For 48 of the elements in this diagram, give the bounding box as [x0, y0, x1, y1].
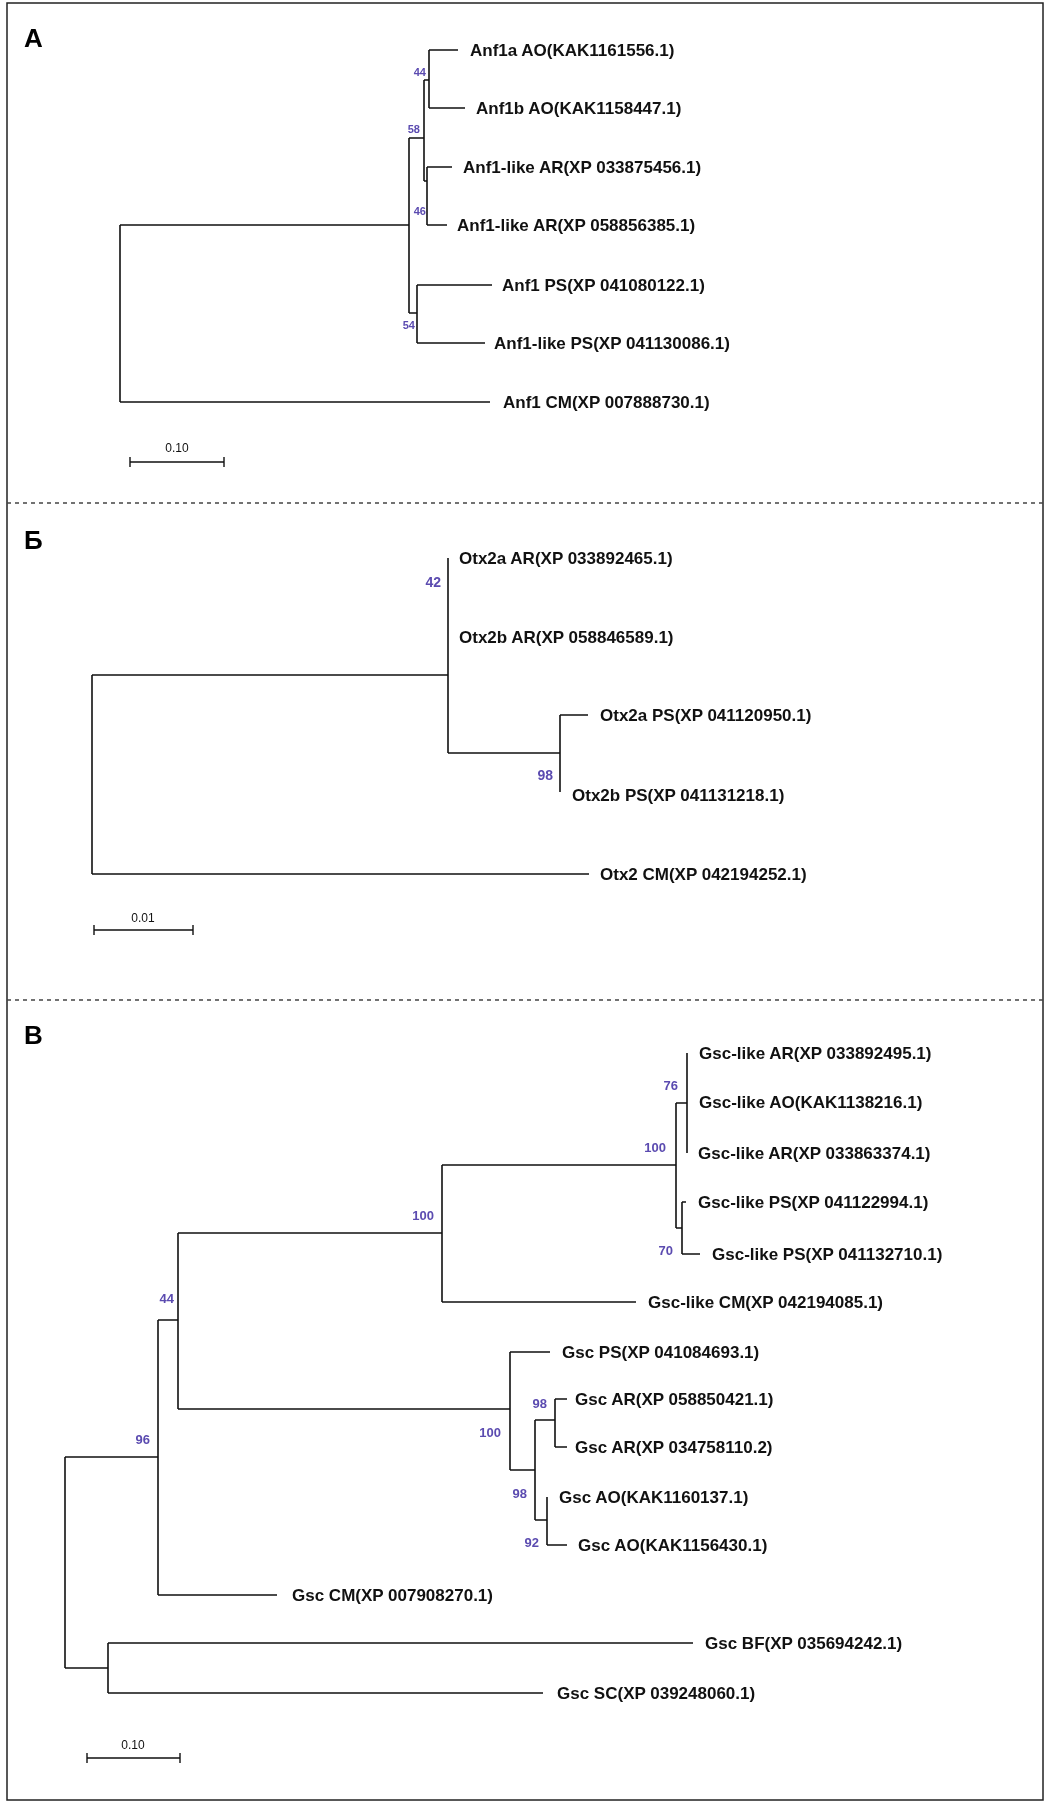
bootstrap-value: 42: [425, 575, 441, 589]
taxon-label: Otx2a AR(XP 033892465.1): [459, 549, 673, 567]
panel-letter: В: [24, 1022, 43, 1048]
bootstrap-value: 98: [532, 1396, 547, 1410]
bootstrap-value: 98: [537, 768, 553, 782]
taxon-label: Gsc-like AR(XP 033863374.1): [698, 1144, 931, 1162]
taxon-label: Anf1-like AR(XP 033875456.1): [463, 158, 702, 176]
bootstrap-value: 44: [159, 1291, 174, 1305]
bootstrap-value: 98: [512, 1486, 527, 1500]
taxon-label: Gsc-like AR(XP 033892495.1): [699, 1044, 932, 1062]
bootstrap-value: 58: [407, 123, 420, 135]
bootstrap-value: 96: [135, 1432, 150, 1446]
bootstrap-value: 46: [413, 205, 426, 217]
taxon-label: Gsc-like PS(XP 041122994.1): [698, 1193, 929, 1211]
taxon-label: Gsc-like AO(KAK1138216.1): [699, 1093, 923, 1111]
panel-letter: А: [24, 25, 43, 51]
scale-value: 0.10: [121, 1739, 145, 1751]
taxon-label: Otx2b AR(XP 058846589.1): [459, 628, 674, 646]
bootstrap-value: 92: [524, 1535, 539, 1549]
taxon-label: Gsc-like PS(XP 041132710.1): [712, 1245, 943, 1263]
taxon-label: Anf1 PS(XP 041080122.1): [502, 276, 705, 294]
taxon-label: Gsc AR(XP 034758110.2): [575, 1438, 773, 1456]
taxon-label: Otx2b PS(XP 041131218.1): [572, 786, 785, 804]
taxon-label: Gsc SC(XP 039248060.1): [557, 1684, 756, 1702]
taxon-label: Gsc AR(XP 058850421.1): [575, 1390, 774, 1408]
bootstrap-value: 70: [658, 1243, 673, 1257]
taxon-label: Gsc BF(XP 035694242.1): [705, 1634, 903, 1652]
panel-letter: Б: [24, 527, 43, 553]
taxon-label: Gsc-like CM(XP 042194085.1): [648, 1293, 883, 1311]
bootstrap-value: 54: [402, 319, 415, 331]
bootstrap-value: 100: [644, 1140, 666, 1154]
bootstrap-value: 100: [479, 1425, 501, 1439]
taxon-label: Gsc CM(XP 007908270.1): [292, 1586, 493, 1604]
taxon-label: Anf1-like PS(XP 041130086.1): [494, 334, 730, 352]
scale-value: 0.10: [165, 442, 189, 454]
taxon-label: Anf1-like AR(XP 058856385.1): [457, 216, 696, 234]
taxon-label: Gsc PS(XP 041084693.1): [562, 1343, 760, 1361]
taxon-label: Gsc AO(KAK1156430.1): [578, 1536, 768, 1554]
bootstrap-value: 100: [412, 1208, 434, 1222]
taxon-label: Gsc AO(KAK1160137.1): [559, 1488, 749, 1506]
bootstrap-value: 44: [413, 66, 426, 78]
taxon-label: Otx2a PS(XP 041120950.1): [600, 706, 812, 724]
taxon-label: Otx2 CM(XP 042194252.1): [600, 865, 807, 883]
taxon-label: Anf1a AO(KAK1161556.1): [470, 41, 675, 59]
taxon-label: Anf1b AO(KAK1158447.1): [476, 99, 682, 117]
bootstrap-value: 76: [663, 1078, 678, 1092]
scale-value: 0.01: [131, 912, 155, 924]
taxon-label: Anf1 CM(XP 007888730.1): [503, 393, 710, 411]
